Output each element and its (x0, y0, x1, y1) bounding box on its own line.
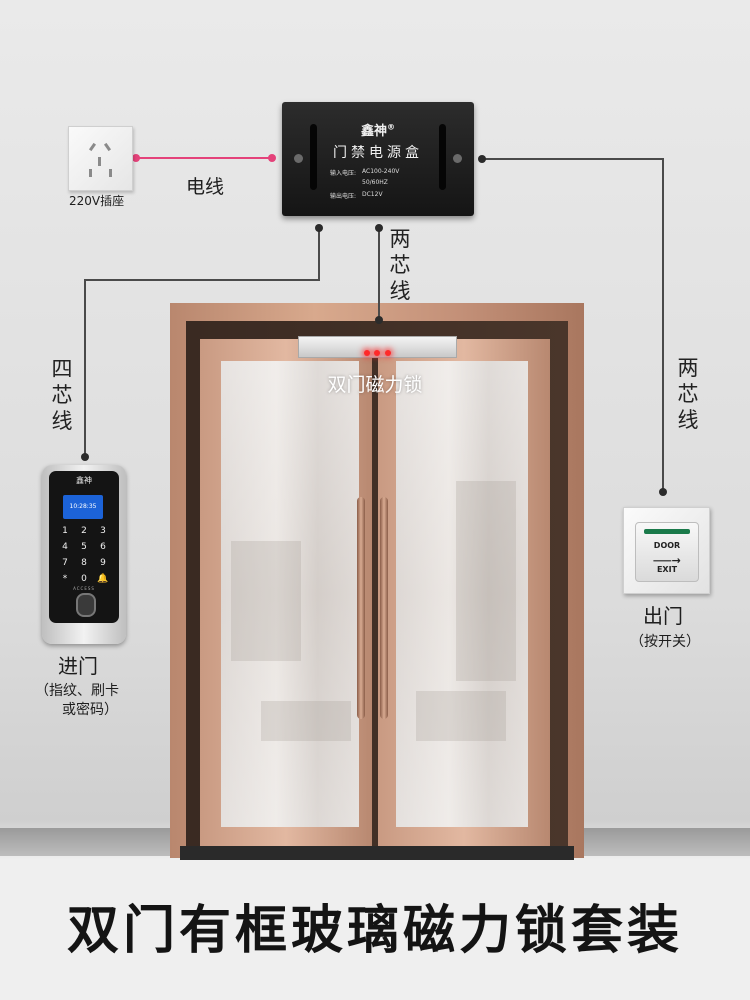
wire-end-dot (478, 155, 486, 163)
exit-button-text-door: DOOR (653, 541, 681, 550)
maglock-wire (378, 228, 380, 321)
wall-socket (68, 126, 133, 191)
keypad-access-text: ACCESS (73, 586, 95, 591)
right-door-handle (380, 497, 388, 719)
fingerprint-sensor-icon (76, 593, 96, 617)
wire-end-dot (375, 224, 383, 232)
exit-button-subtitle: （按开关） (630, 634, 700, 650)
keypad-wire (318, 228, 320, 280)
exit-button-wire (483, 158, 664, 160)
power-wire (134, 157, 272, 159)
exit-wire-label: 两芯线 (677, 356, 699, 432)
maglock-wire-label: 两芯线 (389, 227, 411, 303)
wire-end-dot (132, 154, 140, 162)
wire-end-dot (81, 453, 89, 461)
left-glass-panel (221, 361, 359, 827)
key-3: 3 (100, 526, 106, 536)
wire-end-dot (268, 154, 276, 162)
socket-label: 220V插座 (69, 194, 125, 208)
registered-mark: ® (387, 122, 395, 132)
power-cord-label: 电线 (186, 176, 225, 198)
key-5: 5 (81, 542, 87, 552)
spec-input-name: 输入电压: (330, 170, 357, 177)
key-6: 6 (100, 542, 106, 552)
exit-button-indicator (644, 529, 690, 534)
keypad-screen-time: 10:28:35 (69, 503, 97, 510)
keypad-wire (84, 279, 320, 281)
keypad-screen: 10:28:35 (63, 495, 103, 519)
key-1: 1 (62, 526, 68, 536)
lock-led-icon (374, 350, 380, 356)
maglock-label: 双门磁力锁 (327, 374, 423, 396)
exit-button-text-exit: EXIT (656, 565, 678, 574)
key-2: 2 (81, 526, 87, 536)
keypad-brand: 鑫神 (76, 476, 92, 485)
key-star: * (62, 574, 68, 584)
headline-title: 双门有框玻璃磁力锁套装 (66, 901, 683, 961)
right-glass-panel (396, 361, 528, 827)
key-9: 9 (100, 558, 106, 568)
key-8: 8 (81, 558, 87, 568)
keypad-wire (84, 279, 86, 457)
left-door-handle (357, 497, 365, 719)
spec-output-name: 输出电压: (330, 193, 357, 200)
exit-button-wire (662, 158, 664, 492)
lock-led-icon (385, 350, 391, 356)
wire-end-dot (659, 488, 667, 496)
keypad-subtitle-1: （指纹、刷卡 (35, 683, 119, 699)
lock-led-icon (364, 350, 370, 356)
access-keypad: 鑫神 10:28:35 1 2 3 4 5 6 7 8 9 * 0 🔔 ACCE… (42, 465, 126, 644)
power-box-brand: 鑫神 (360, 124, 387, 139)
spec-output-value: DC12V (362, 191, 383, 198)
wire-end-dot (315, 224, 323, 232)
exit-button-title: 出门 (643, 604, 683, 628)
key-4: 4 (62, 542, 68, 552)
exit-button: DOOR ⸺→ EXIT (623, 507, 710, 594)
keypad-subtitle-2: 或密码） (62, 702, 118, 718)
magnetic-lock (298, 336, 457, 358)
key-icon: ⸺→ (653, 554, 681, 567)
keypad-wire-label: 四芯线 (51, 357, 73, 433)
door-threshold (180, 846, 574, 860)
key-7: 7 (62, 558, 68, 568)
power-box-title: 门禁电源盒 (333, 145, 423, 161)
spec-input-value: AC100-240V (362, 168, 400, 175)
wire-end-dot (375, 316, 383, 324)
key-0: 0 (81, 574, 87, 584)
spec-frequency-value: 50/60HZ (362, 179, 388, 186)
access-control-power-box: 鑫神® 门禁电源盒 输入电压: AC100-240V 50/60HZ 输出电压:… (282, 102, 474, 216)
keypad-title: 进门 (58, 654, 98, 678)
bell-icon: 🔔 (97, 574, 109, 584)
